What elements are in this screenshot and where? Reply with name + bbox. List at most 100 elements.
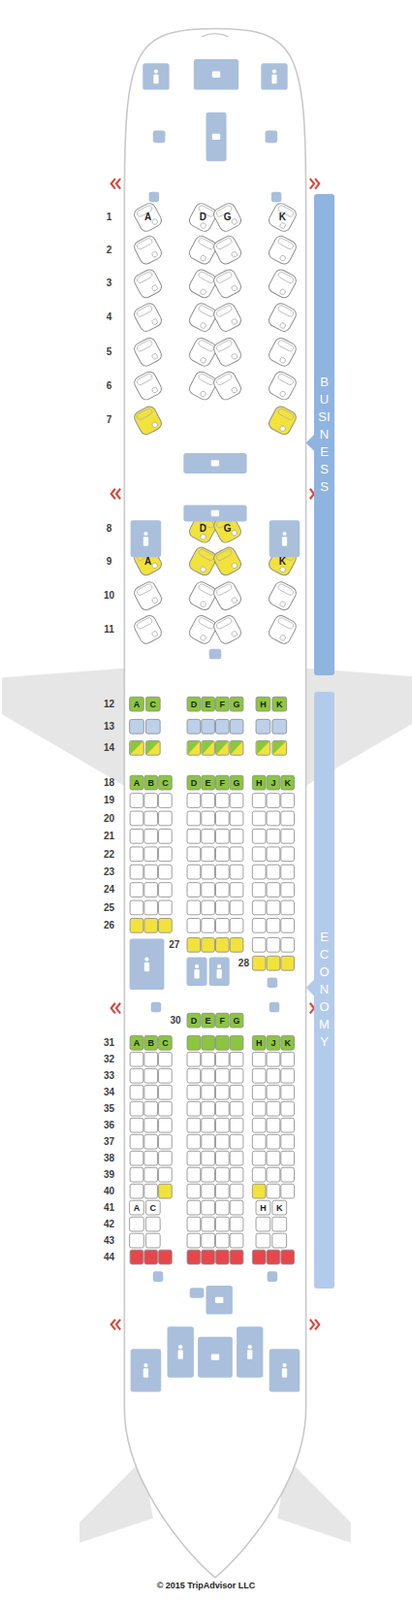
seat-icon <box>199 287 207 295</box>
seat <box>129 774 144 790</box>
seat <box>229 1232 244 1247</box>
row-number: 5 <box>106 347 113 357</box>
seat <box>281 1050 295 1066</box>
seat <box>144 1116 159 1132</box>
seat <box>229 899 244 915</box>
fuselage <box>124 28 306 1576</box>
lavatory <box>130 1347 162 1391</box>
lavatory-icon <box>143 1362 148 1366</box>
seat <box>255 1199 271 1214</box>
seat <box>252 1083 266 1099</box>
seat-letter: K <box>279 556 286 567</box>
seat <box>215 1050 229 1066</box>
seat <box>187 1067 201 1082</box>
lavatory-icon <box>282 531 286 536</box>
seat <box>281 846 295 861</box>
seat-letter: A <box>133 698 141 708</box>
business-seat <box>266 369 298 402</box>
seat-letter: F <box>220 698 226 708</box>
lavatory <box>142 63 169 90</box>
seat-letter: A <box>133 777 141 787</box>
seat-shell <box>266 579 298 612</box>
seat-icon <box>230 218 238 225</box>
seat <box>201 1248 216 1264</box>
seat <box>129 792 144 808</box>
seat <box>144 1050 159 1066</box>
seat <box>229 1182 244 1198</box>
business-seat <box>266 200 298 233</box>
seat <box>229 1149 244 1165</box>
seat-back <box>215 270 233 284</box>
seat <box>272 1199 287 1214</box>
seat <box>229 846 244 861</box>
seat <box>129 1067 144 1082</box>
lavatory-icon <box>217 968 222 978</box>
lavatory-icon <box>193 968 199 978</box>
business-seat <box>266 233 298 266</box>
seat <box>129 1215 145 1231</box>
seat-letter: C <box>161 777 169 787</box>
seat-icon <box>230 317 238 325</box>
seat <box>129 1116 144 1132</box>
business-seat <box>266 335 298 368</box>
seat <box>144 1083 159 1099</box>
seat <box>187 792 201 808</box>
lavatory-icon <box>143 536 149 545</box>
seat <box>158 827 173 843</box>
seat-shell <box>187 300 219 333</box>
seat-back <box>197 236 216 250</box>
cabin-class-band: ECONOMY <box>314 691 335 1287</box>
seat <box>272 718 287 733</box>
seat-icon <box>230 596 238 603</box>
row-number: 19 <box>103 794 115 805</box>
seat-split <box>188 740 201 755</box>
seat <box>255 696 271 711</box>
seat-icon <box>151 284 159 291</box>
lavatory-icon <box>143 531 148 536</box>
row-number: 31 <box>103 1037 115 1047</box>
seat <box>215 846 229 861</box>
seat <box>215 696 229 711</box>
seat <box>129 1034 144 1049</box>
seat-icon <box>199 356 207 364</box>
seat-letter: F <box>220 777 226 787</box>
row-number: 24 <box>103 884 115 894</box>
business-seat <box>211 612 243 645</box>
seat <box>201 899 216 915</box>
seat-split <box>129 740 144 755</box>
seat-shell <box>266 612 298 645</box>
seat <box>201 827 216 843</box>
galley-icon <box>212 71 221 78</box>
seat-shell <box>266 233 298 266</box>
seat <box>187 1083 201 1099</box>
seat <box>215 827 229 843</box>
seat <box>201 1116 216 1132</box>
business-seat <box>131 579 163 612</box>
seat <box>281 827 295 843</box>
seat-back <box>135 372 154 385</box>
seat-icon <box>151 352 159 360</box>
lavatory-icon <box>194 963 199 968</box>
seat <box>229 1100 244 1115</box>
business-seat <box>266 612 298 645</box>
galley <box>267 976 279 987</box>
seat <box>201 696 216 711</box>
seat <box>201 1149 216 1165</box>
monument-group <box>129 59 301 1391</box>
seat <box>187 718 201 733</box>
seat-icon <box>279 389 286 397</box>
seat <box>201 718 216 733</box>
seat <box>215 1248 229 1264</box>
seat-split <box>272 740 286 755</box>
seat <box>187 1012 201 1027</box>
seat-back <box>277 407 295 420</box>
seat-letter: D <box>190 1014 198 1024</box>
seat-shell <box>187 579 219 612</box>
seat <box>266 846 281 861</box>
seat <box>215 1133 229 1148</box>
seat <box>215 1116 229 1132</box>
seat-icon <box>279 253 286 261</box>
galley <box>209 648 222 660</box>
seat <box>187 936 201 951</box>
